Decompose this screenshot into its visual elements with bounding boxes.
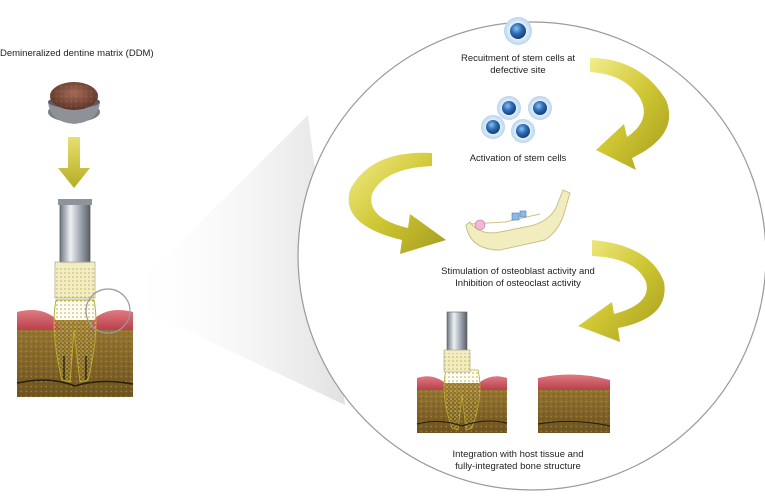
curved-arrow-1-icon xyxy=(590,58,670,170)
tooth-socket-with-syringe-icon xyxy=(416,311,508,433)
stimulation-label-line2: Inhibition of osteoclast activity xyxy=(455,278,581,289)
recruitment-label-line1: Recuitment of stem cells at xyxy=(460,53,576,64)
integration-label-line1: Integration with host tissue and xyxy=(452,449,584,460)
detail-circle xyxy=(297,21,765,491)
mandible-icon xyxy=(465,189,571,251)
activation-label: Activation of stem cells xyxy=(469,153,567,164)
syringe-icon xyxy=(54,199,96,299)
magnification-cone xyxy=(122,115,345,405)
down-arrow-icon xyxy=(58,137,90,188)
stem-cell-icon xyxy=(504,17,532,45)
ddm-label: Demineralized dentine matrix (DDM) xyxy=(0,48,154,59)
recruitment-label-line2: defective site xyxy=(490,65,546,76)
bowl-of-ddm-icon xyxy=(48,82,100,124)
stimulation-label-line1: Stimulation of osteoblast activity and xyxy=(441,266,595,277)
tooth-socket-icon xyxy=(16,299,134,397)
stem-cell-cluster-icon xyxy=(481,96,552,143)
curved-arrow-3-icon xyxy=(578,240,665,342)
healed-bone-icon xyxy=(537,374,611,433)
zoom-circle xyxy=(85,288,131,334)
curved-arrow-2-icon xyxy=(348,152,446,254)
integration-label-line2: fully-integrated bone structure xyxy=(455,461,581,472)
